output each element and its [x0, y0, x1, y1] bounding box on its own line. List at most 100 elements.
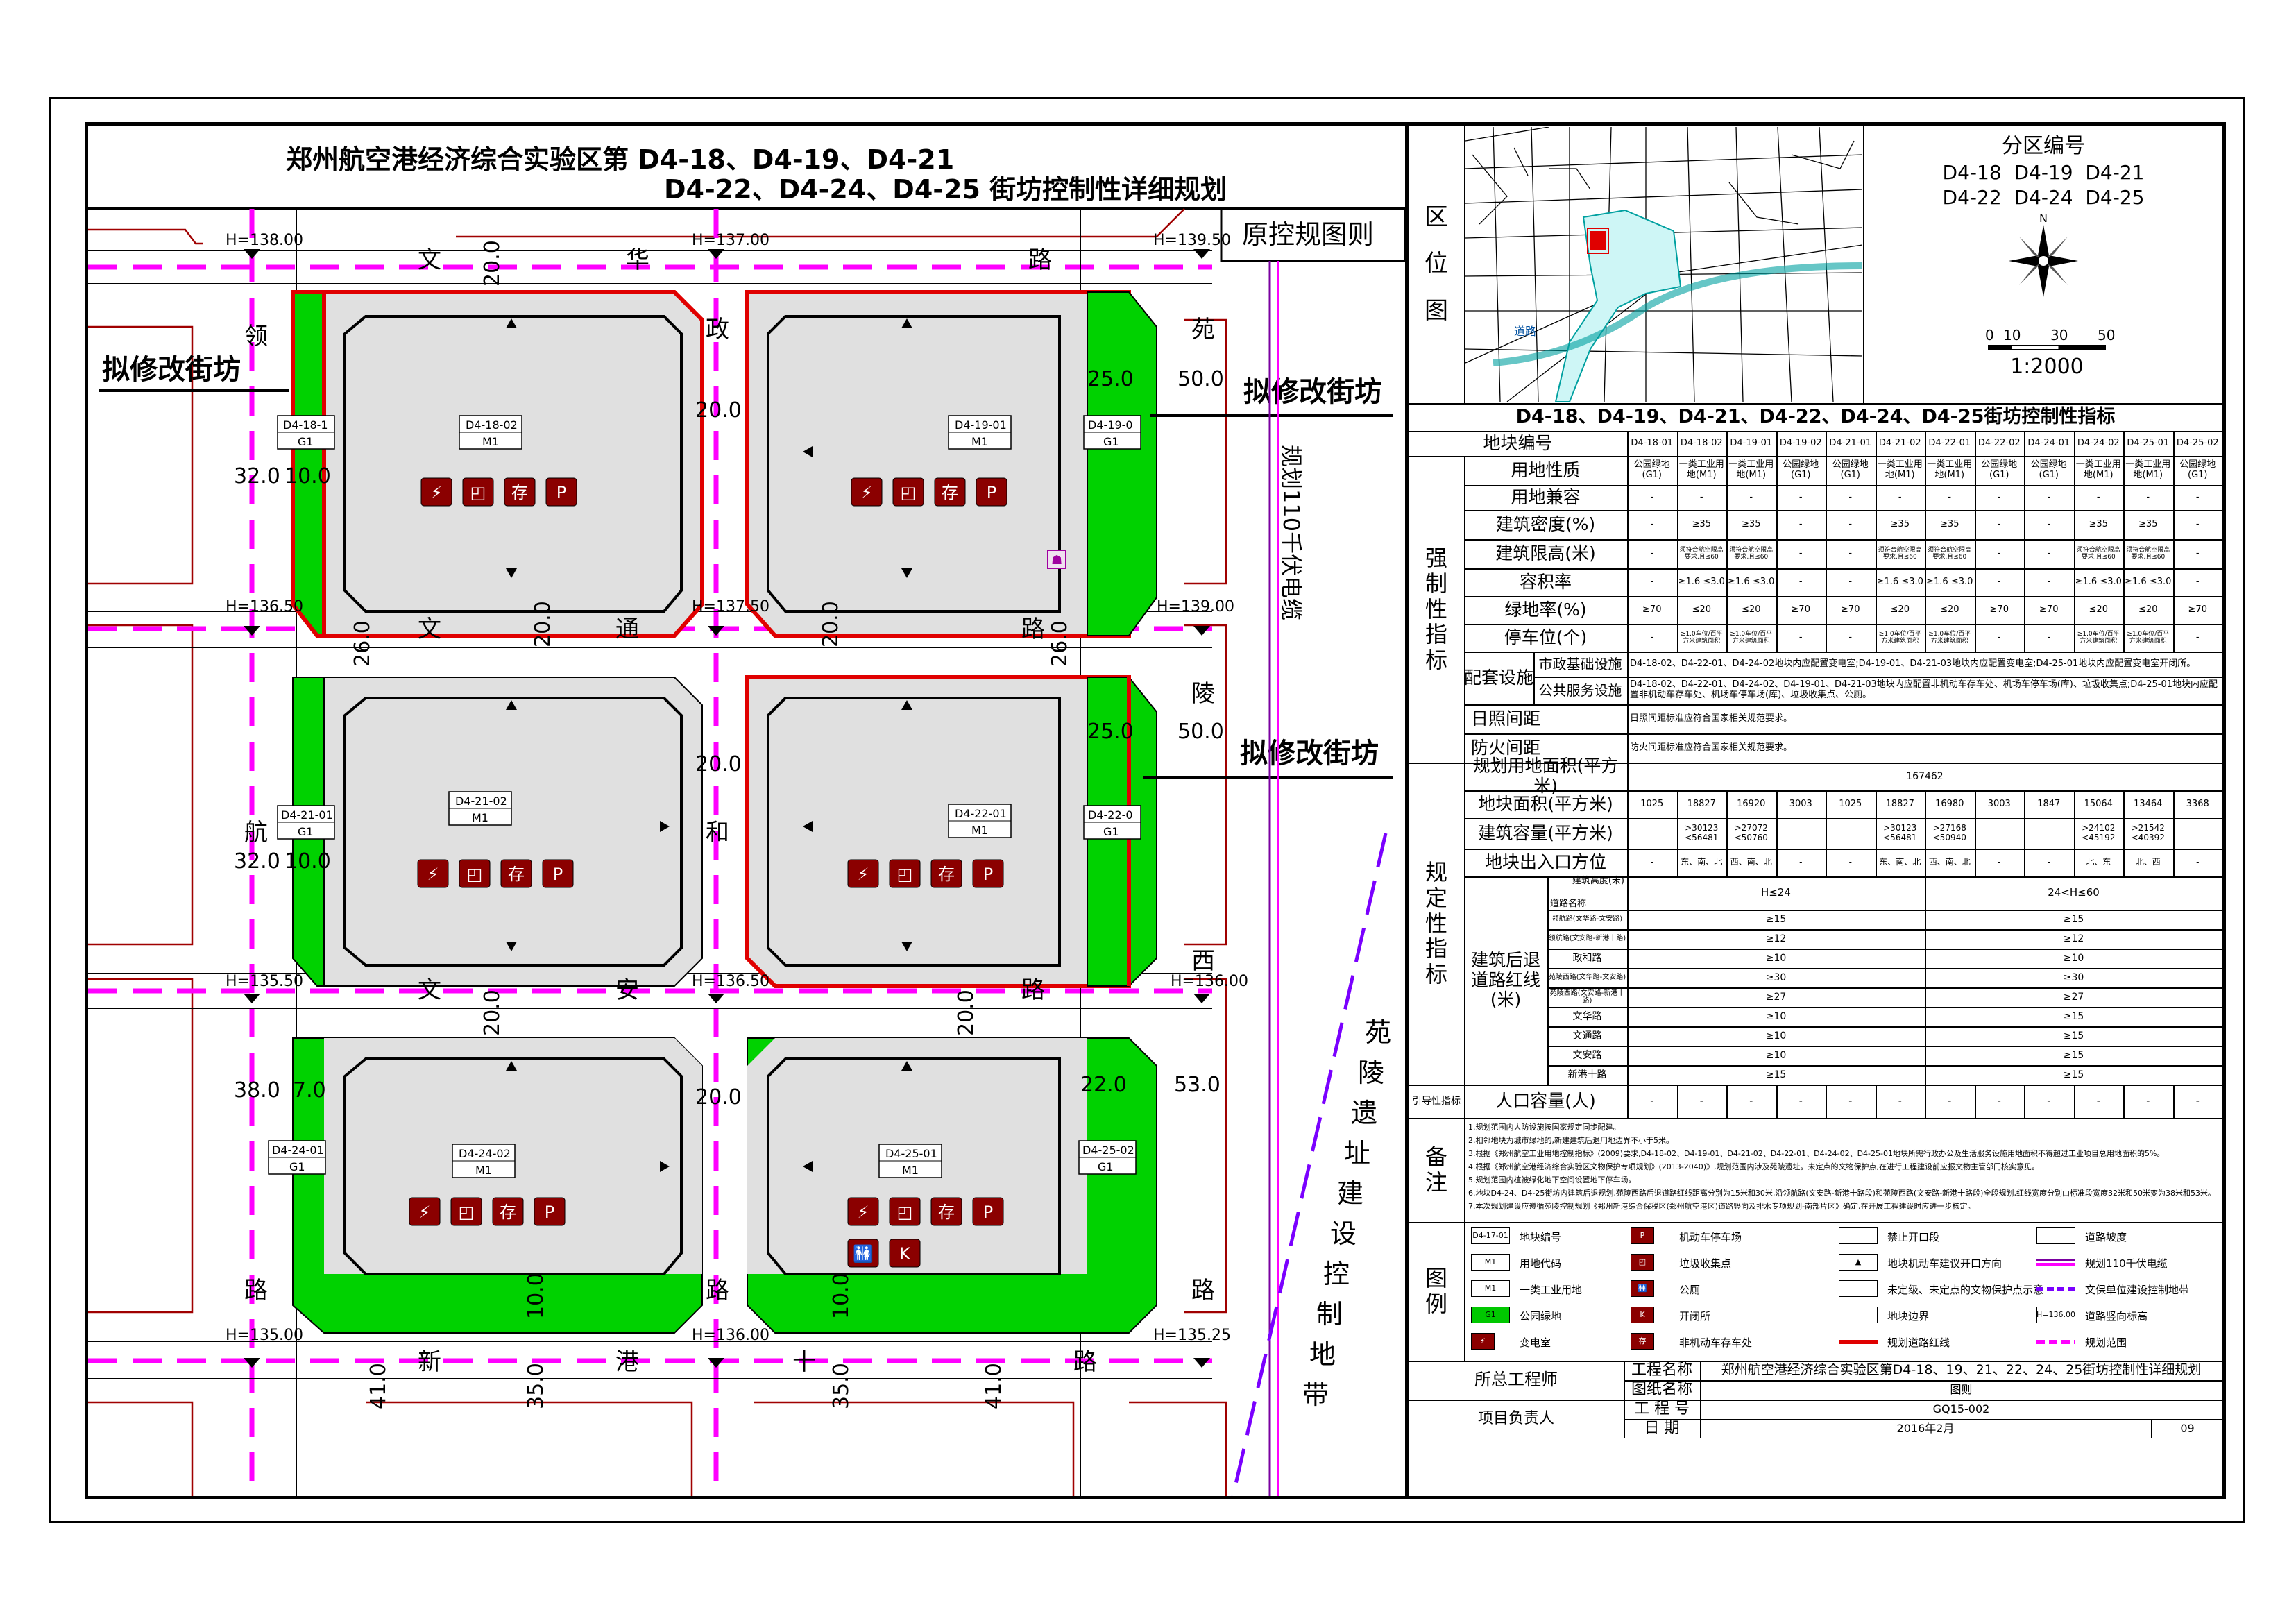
guidance-label: 引导性指标: [1412, 1095, 1461, 1107]
table-rule: [1547, 1007, 2222, 1008]
floor-cell: -: [2047, 828, 2050, 838]
floor-cell: -: [1998, 828, 2001, 838]
table-cell: -: [2195, 547, 2200, 559]
table-cell: 一类工业用地(M1): [1728, 459, 1774, 480]
svg-text:G1: G1: [298, 825, 314, 838]
col-header: D4-24-02: [2077, 437, 2120, 448]
area-cell: 16920: [1737, 798, 1766, 809]
row-label: 地块出入口方位: [1484, 851, 1606, 872]
table-cell: ≥70: [2039, 604, 2059, 615]
setback-a: ≥15: [1765, 1069, 1787, 1080]
table-cell: 须符合航空限高要求,且≤60: [1928, 546, 1972, 561]
svg-text:N: N: [2039, 212, 2048, 225]
table-cell: ≥70: [2188, 604, 2207, 615]
dim-18: 10.0: [284, 464, 331, 488]
road-xingang-1: 新: [418, 1348, 441, 1376]
table-cell: ≥1.0车位/百平方米建筑面积: [1680, 630, 1723, 645]
legend-symbol: G1: [1471, 1307, 1510, 1323]
svg-text:G1: G1: [298, 435, 314, 448]
access-cell: -: [1799, 857, 1803, 867]
table-rule: [1826, 790, 1827, 876]
table-rule: [1875, 1085, 1877, 1118]
facility-icon-0-0: ⚡: [420, 477, 452, 507]
dim-16: 53.0: [1174, 1073, 1221, 1097]
info-panel: 区位图 道路 分区编号 D4-18 D4-19 D4-21 D4-22 D4-2…: [1405, 126, 2222, 1496]
table-cell: ≥1.0车位/百平方米建筑面积: [2127, 630, 2170, 645]
table-rule: [1409, 1118, 2222, 1119]
floor-cell: >21542 <40392: [2131, 823, 2165, 842]
table-rule: [1547, 876, 1549, 1085]
setback-b: ≥15: [2063, 1030, 2084, 1042]
dim-14: 50.0: [1177, 720, 1224, 744]
legend-symbol: 存: [1631, 1333, 1654, 1350]
elev-9: H=136.00: [1171, 973, 1248, 990]
setback-a: ≥15: [1765, 913, 1787, 925]
table-rule: [1464, 733, 2222, 735]
area-cell: 16980: [1935, 798, 1964, 809]
access-cell: 东、南、北: [1681, 857, 1723, 867]
table-rule: [1409, 1400, 1624, 1401]
dim-1: 20.0: [480, 240, 504, 287]
road-zhenghe-2: 和: [706, 819, 729, 847]
note-line: 7.本次规划建设应遵循苑陵控制规划《郑州新港综合保税区(郑州航空港区)道路竖向及…: [1468, 1202, 1975, 1211]
table-cell: 公园绿地(G1): [2030, 459, 2067, 480]
area-cell: 1025: [1640, 798, 1664, 809]
svg-text:存: 存: [938, 1203, 955, 1222]
legend-text: 机动车停车场: [1679, 1231, 1742, 1243]
facility-icon-3-3: P: [972, 859, 1004, 888]
green-label-d4-18-1: D4-18-1G1: [277, 415, 335, 450]
access-cell: 东、南、北: [1879, 857, 1921, 867]
facility-icon-2-2: 存: [500, 859, 532, 888]
revise-label-3: 拟修改街坊: [1240, 738, 1379, 770]
table-cell: -: [1749, 491, 1753, 502]
access-cell: -: [2196, 857, 2200, 867]
svg-text:◰: ◰: [897, 1203, 913, 1222]
table-cell: -: [2195, 491, 2200, 502]
table-cell: -: [2047, 518, 2051, 529]
sunlight-text: 日照间距标准应符合国家相关规范要求。: [1630, 713, 1793, 724]
dim-22: 7.0: [293, 1078, 326, 1103]
table-rule: [1409, 1085, 2222, 1086]
svg-text:☗: ☗: [1051, 553, 1062, 568]
facility-icon-4-2: 存: [492, 1197, 524, 1226]
svg-text:G1: G1: [1103, 435, 1119, 448]
table-rule: [1547, 1026, 2222, 1028]
table-rule: [1409, 456, 2222, 457]
facility-icon-6-1: K: [889, 1239, 921, 1268]
table-rule: [1464, 456, 1465, 1118]
setback-a: ≥10: [1765, 1010, 1787, 1022]
svg-text:M1: M1: [971, 824, 988, 837]
table-cell: ≥1.0车位/百平方米建筑面积: [1878, 630, 1921, 645]
map-label: 原控规图则: [1242, 219, 1374, 250]
facility-icon-0-3: P: [545, 477, 577, 507]
facility-icon-3-0: ⚡: [847, 859, 879, 888]
floor-cell: -: [1848, 828, 1852, 838]
legend-text: 道路竖向标高: [2085, 1310, 2148, 1323]
svg-text:◰: ◰: [897, 865, 913, 884]
setback-b: ≥12: [2063, 933, 2084, 944]
legend-symbol: ◰: [1631, 1254, 1654, 1271]
table-cell: 须符合航空限高要求,且≤60: [1679, 546, 1724, 561]
svg-text:存: 存: [938, 865, 955, 884]
col-header: D4-19-02: [1779, 437, 1822, 448]
col-header-plot: 地块编号: [1483, 432, 1553, 453]
svg-text:M1: M1: [902, 1164, 919, 1177]
table-rule: [1627, 652, 1629, 876]
table-rule: [2123, 431, 2125, 652]
area-cell: 1847: [2037, 798, 2061, 809]
setback-road: 领航路(文华路-文安路): [1551, 915, 1623, 924]
heritage-zone-boundary: [1231, 833, 1388, 1496]
road-yuanling-3: 西: [1191, 947, 1215, 975]
heritage-char: 陵: [1358, 1057, 1384, 1088]
drawing-name-label: 图纸名称: [1631, 1381, 1692, 1399]
access-cell: -: [1650, 857, 1653, 867]
date-label: 日 期: [1644, 1420, 1680, 1438]
road-wenhua-1: 文: [418, 246, 441, 274]
facility-icon-5-0: ⚡: [847, 1197, 879, 1226]
area-cell: 3003: [1789, 798, 1812, 809]
svg-text:M1: M1: [482, 435, 499, 448]
facility-icon-1-1: ◰: [892, 477, 924, 507]
